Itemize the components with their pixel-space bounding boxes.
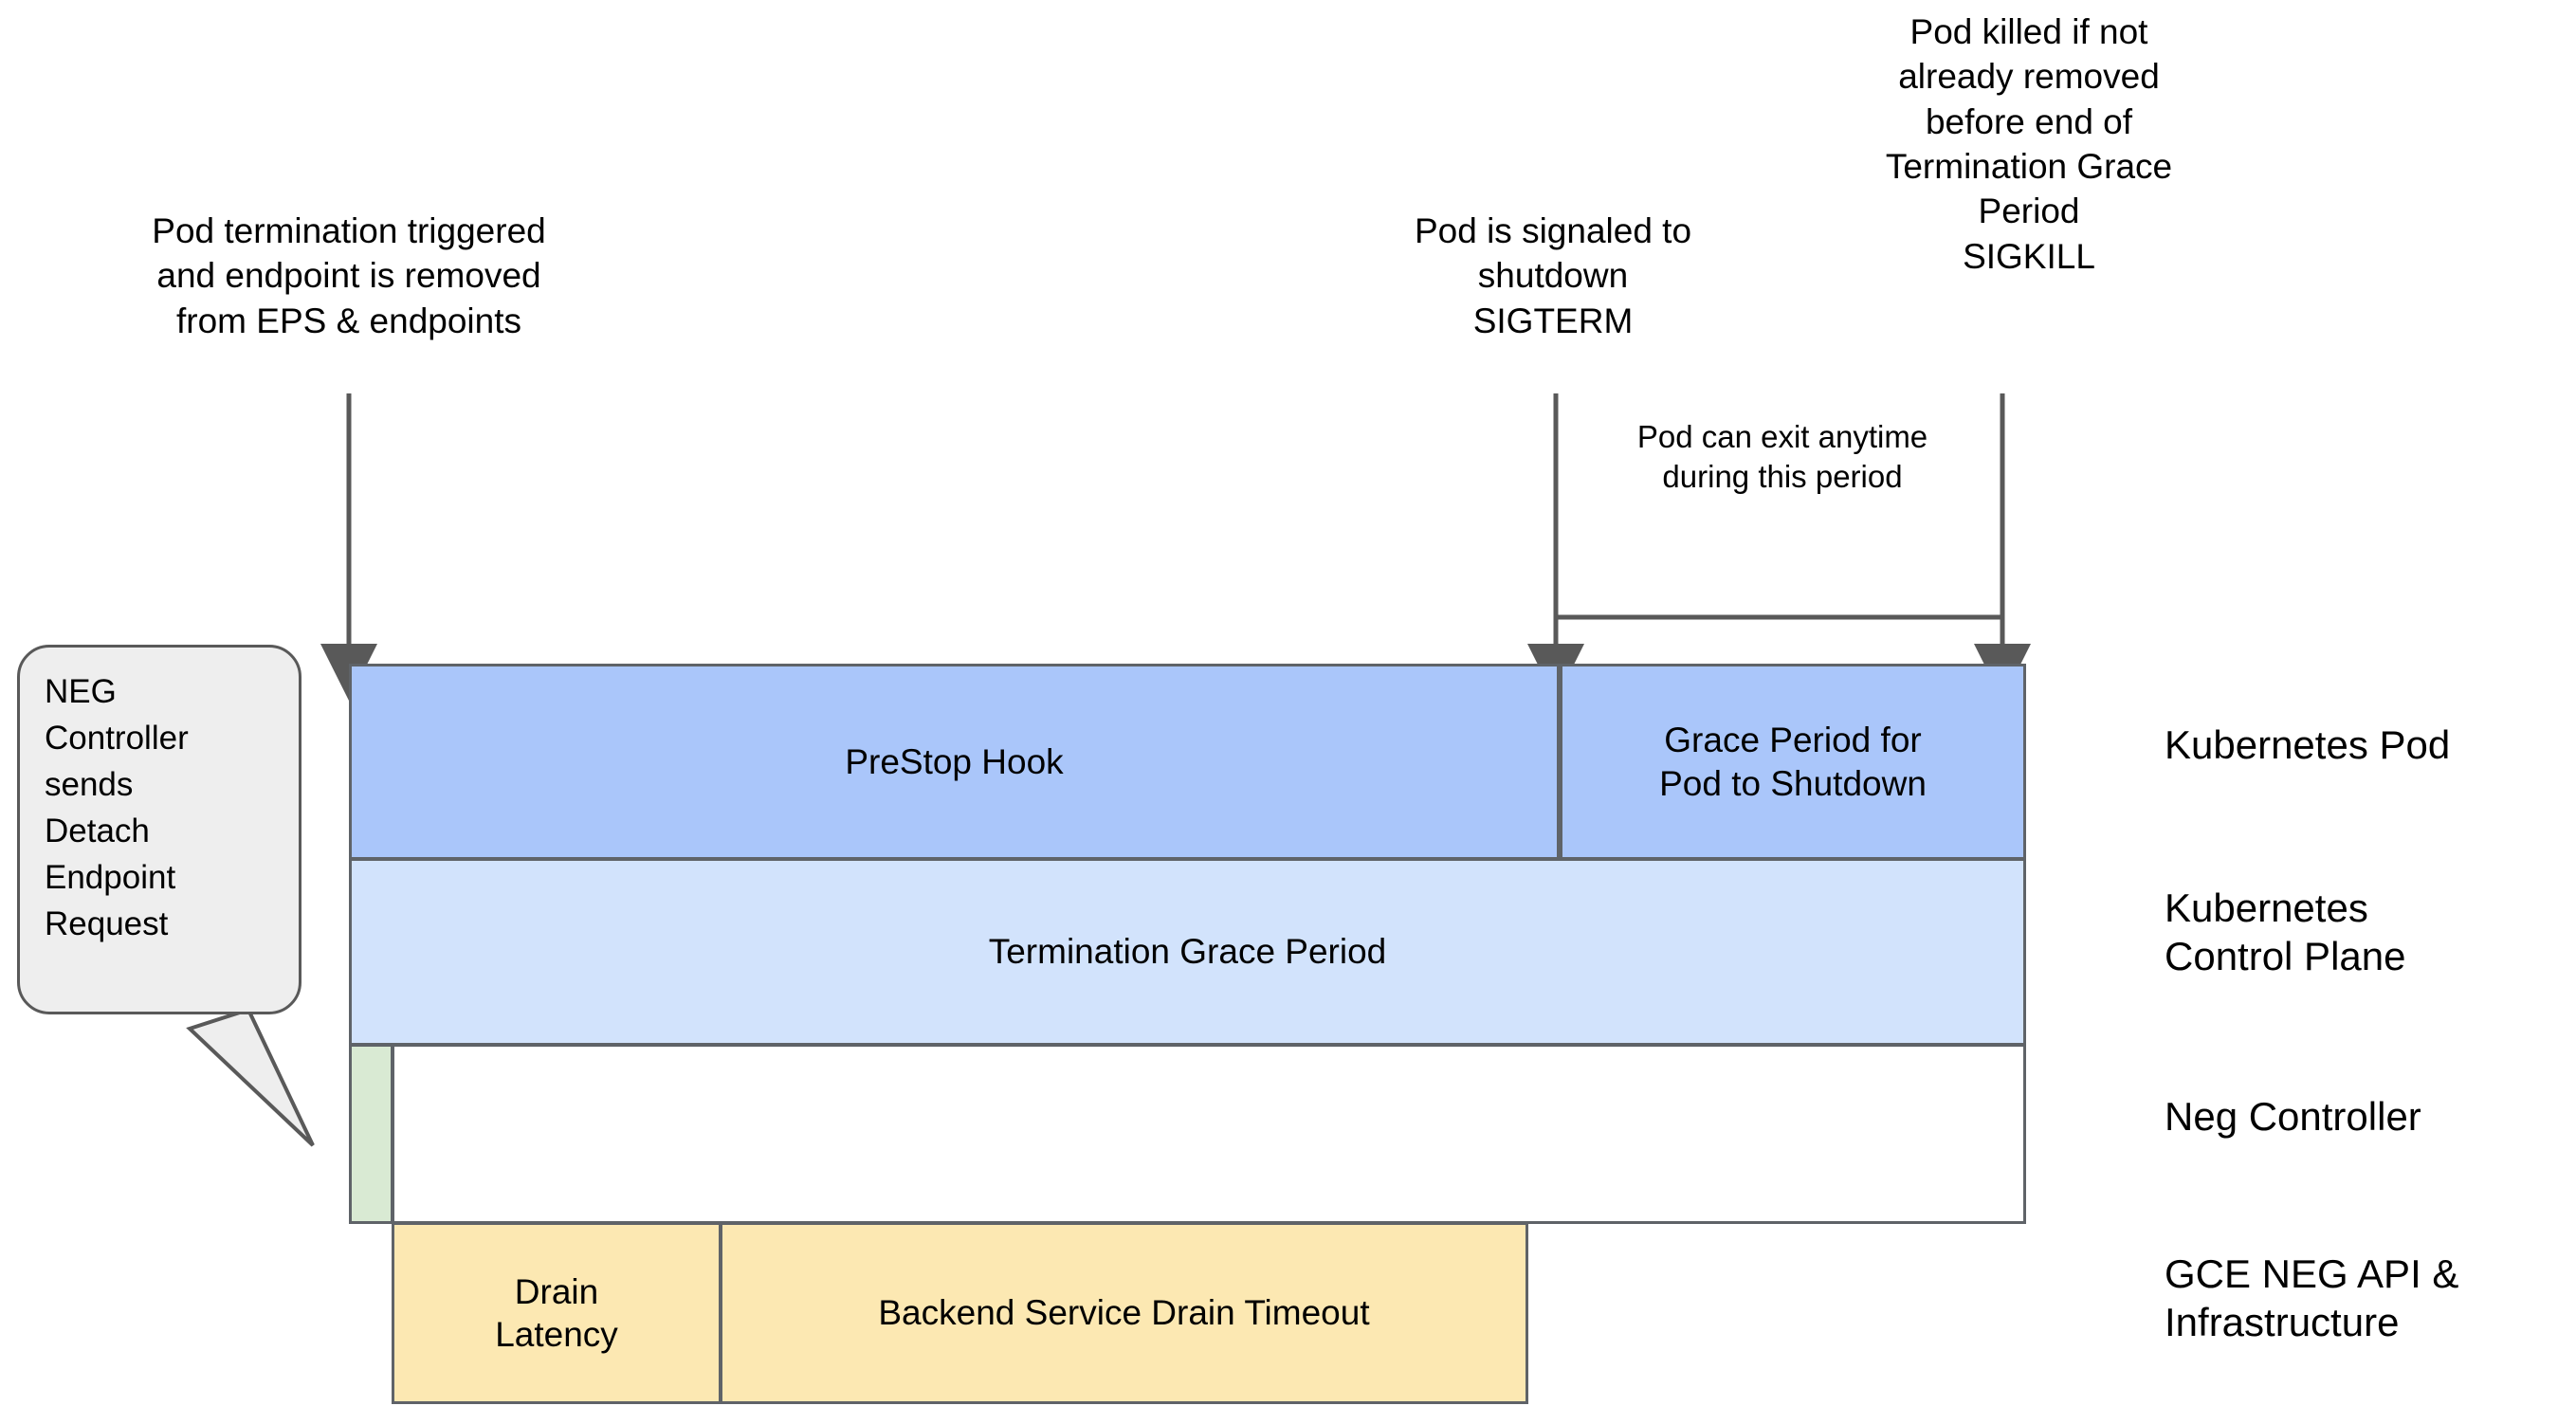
bar-neg-controller-idle [392, 1044, 2026, 1224]
bar-termination-grace-period[interactable]: Termination Grace Period [349, 858, 2026, 1046]
row-label-gce-neg-api: GCE NEG API & Infrastructure [2165, 1251, 2459, 1345]
callout-neg-controller-detach: NEG Controller sends Detach Endpoint Req… [17, 645, 301, 1014]
bar-grace-period-pod-shutdown[interactable]: Grace Period for Pod to Shutdown [1560, 664, 2026, 860]
bar-drain-latency[interactable]: Drain Latency [392, 1222, 722, 1404]
callout-tail [186, 1007, 315, 1147]
row-label-kubernetes-pod: Kubernetes Pod [2165, 722, 2451, 767]
row-label-kubernetes-control-plane: Kubernetes Control Plane [2165, 886, 2406, 979]
annotation-sigkill: Pod killed if not already removed before… [1885, 12, 2173, 276]
bar-neg-controller-detach[interactable] [349, 1044, 393, 1224]
annotation-pod-termination: Pod termination triggered and endpoint i… [152, 211, 546, 340]
annotation-sigterm: Pod is signaled to shutdown SIGTERM [1414, 211, 1692, 340]
row-label-neg-controller: Neg Controller [2165, 1094, 2421, 1139]
annotation-pod-exit-anytime: Pod can exit anytime during this period [1636, 419, 1928, 494]
bar-backend-service-drain-timeout[interactable]: Backend Service Drain Timeout [720, 1222, 1528, 1404]
bar-prestop-hook[interactable]: PreStop Hook [349, 664, 1560, 860]
